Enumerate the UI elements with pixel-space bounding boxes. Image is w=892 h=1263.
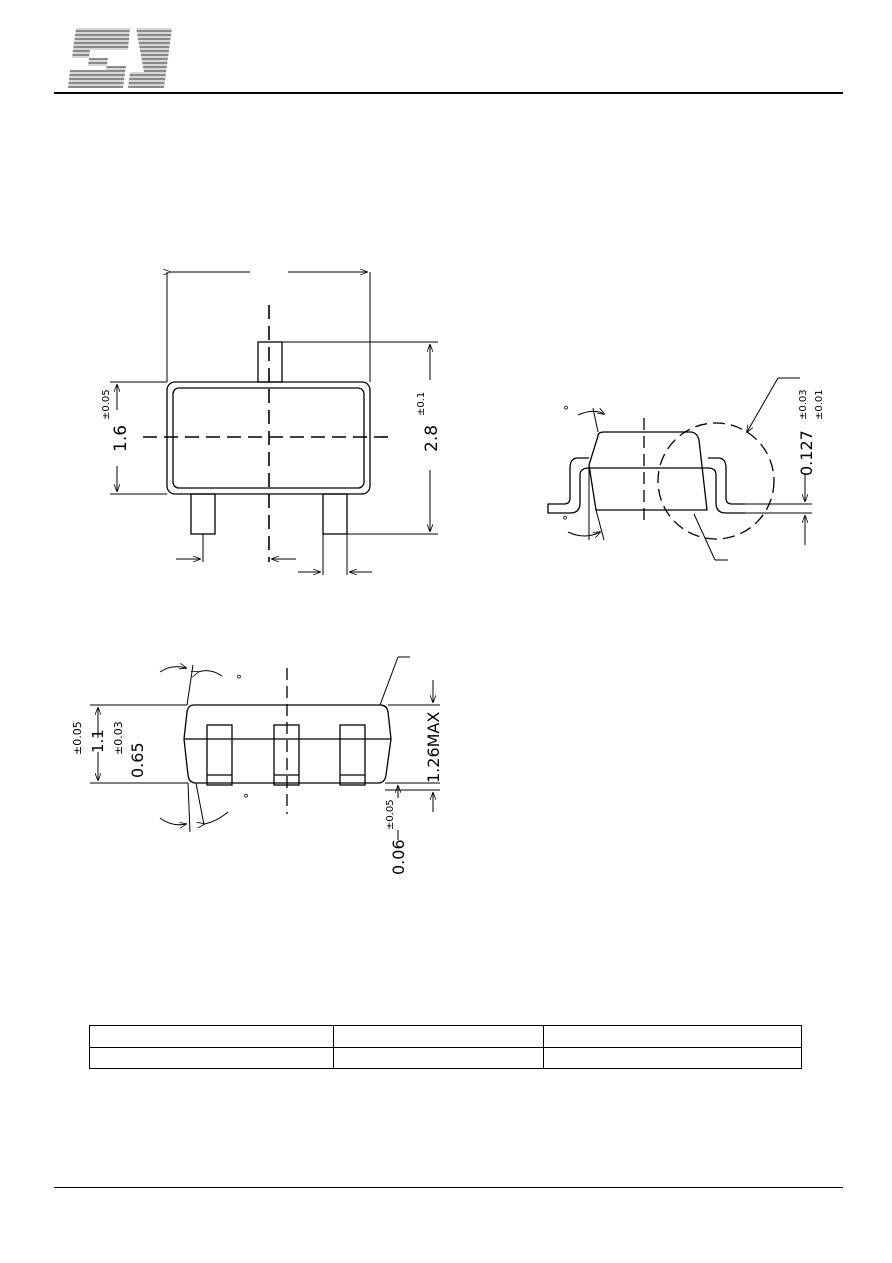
top-view bbox=[110, 272, 438, 575]
logo-icon bbox=[68, 28, 172, 88]
end-pitch-dim: 0.65 bbox=[128, 742, 147, 778]
side-lead-tol-lower: ±0.01 bbox=[814, 389, 825, 420]
top-length-dim: 2.8 bbox=[422, 425, 442, 452]
table-cell bbox=[543, 1025, 802, 1048]
table-cell bbox=[543, 1046, 802, 1069]
end-body-dim: 1.1 bbox=[89, 729, 107, 753]
end-height-dim: 1.26MAX bbox=[424, 712, 443, 783]
table-cell bbox=[333, 1046, 544, 1069]
side-degree-top: ° bbox=[563, 404, 569, 418]
table-cell bbox=[333, 1025, 544, 1048]
end-body-tol: ±0.05 bbox=[71, 721, 84, 755]
side-lead-tol-upper: ±0.03 bbox=[798, 389, 809, 420]
end-view bbox=[90, 656, 440, 840]
side-lead-dim: 0.127 bbox=[797, 430, 816, 476]
end-pitch-tol: ±0.03 bbox=[112, 721, 125, 755]
top-width-dim: 1.6 bbox=[111, 425, 131, 452]
end-degree-bottom: ° bbox=[243, 792, 249, 806]
table-row bbox=[89, 1025, 802, 1048]
end-degree-top: ° bbox=[236, 673, 242, 687]
side-degree-bottom: ° bbox=[562, 514, 568, 528]
end-standoff-dim: 0.06 bbox=[389, 839, 408, 875]
header-rule bbox=[54, 92, 843, 94]
table-row bbox=[89, 1046, 802, 1069]
end-standoff-tol: ±0.05 bbox=[385, 799, 396, 830]
side-view bbox=[547, 377, 812, 561]
top-width-tol: ±0.05 bbox=[101, 389, 112, 420]
footer-rule bbox=[54, 1187, 843, 1188]
table-cell bbox=[89, 1025, 334, 1048]
table-cell bbox=[89, 1046, 334, 1069]
top-length-tol: ±0.1 bbox=[416, 392, 427, 416]
package-table bbox=[89, 1025, 802, 1069]
